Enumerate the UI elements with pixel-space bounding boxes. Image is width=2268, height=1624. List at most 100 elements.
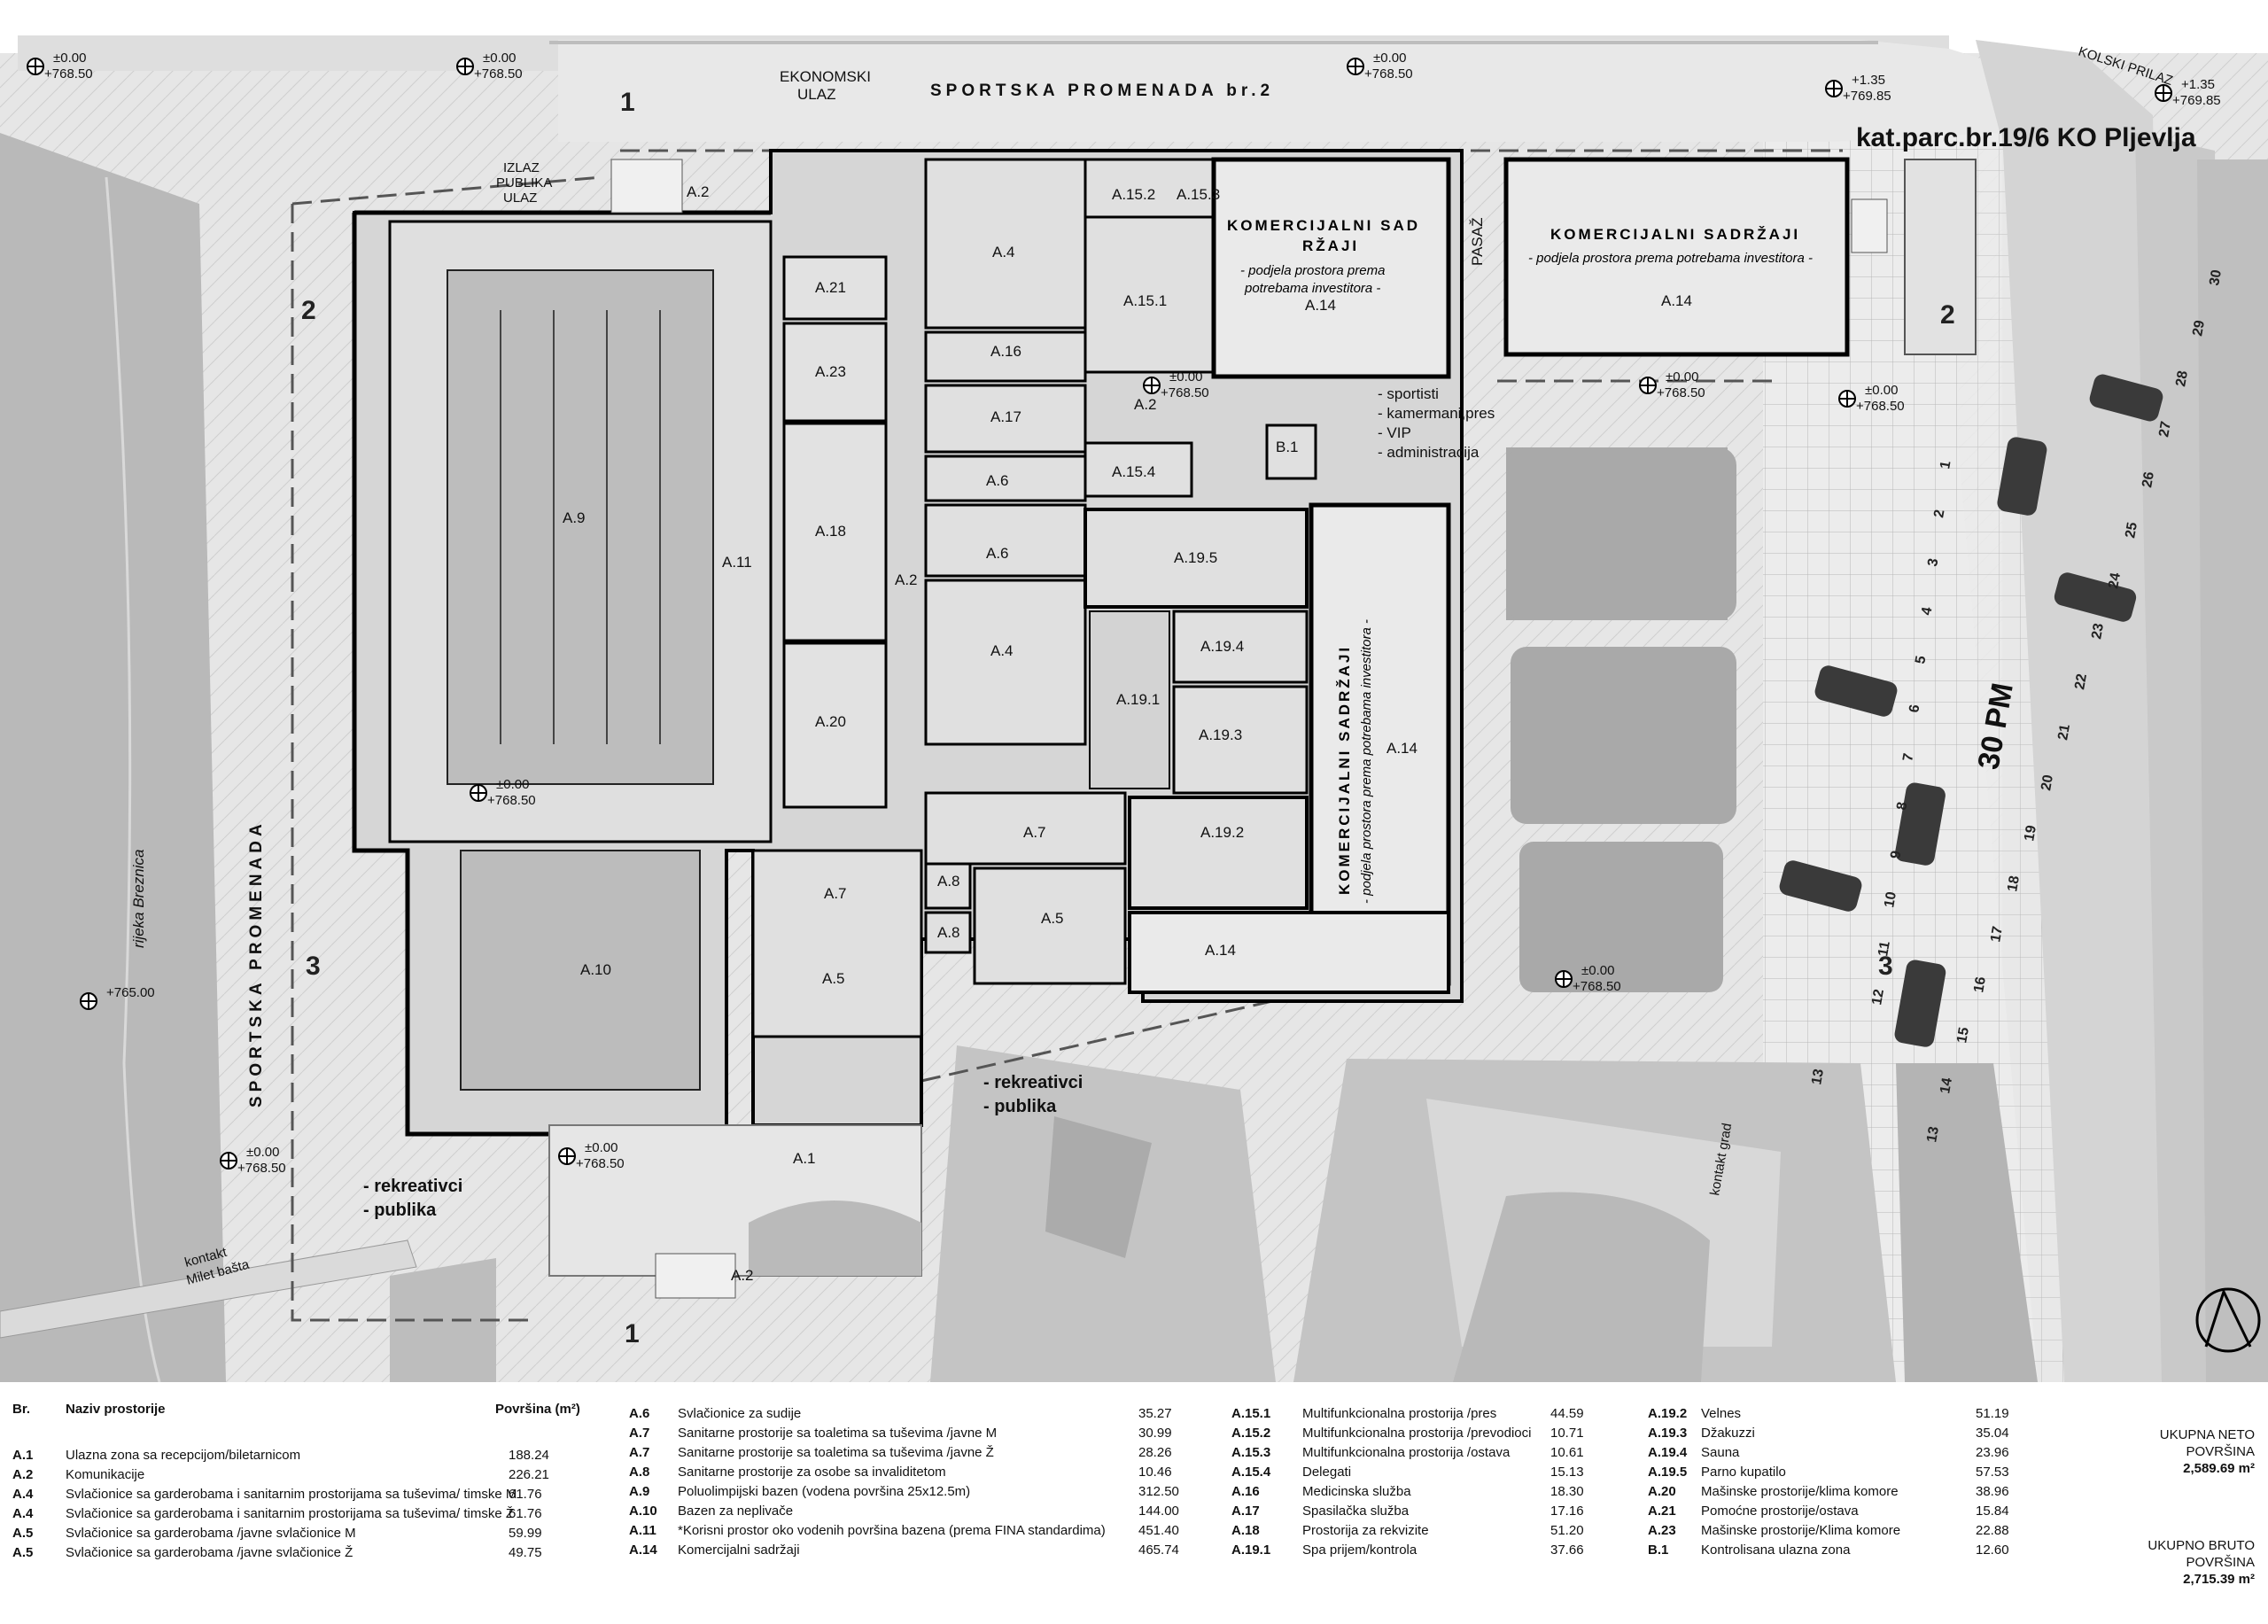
legend-name: Ulazna zona sa recepcijom/biletarnicom bbox=[66, 1448, 301, 1463]
parking-stall-number: 4 bbox=[1919, 606, 1935, 617]
promenade-top-label: SPORTSKA PROMENADA br.2 bbox=[930, 82, 1274, 100]
room-tag: A.19.5 bbox=[1174, 549, 1217, 566]
pasaz-label: PASAŽ bbox=[1469, 218, 1486, 266]
room-tag: A.15.2 bbox=[1112, 186, 1155, 203]
legend-row: A.7 Sanitarne prostorije sa toaletima sa … bbox=[629, 1443, 1196, 1463]
legend-area: 57.53 bbox=[1976, 1465, 2009, 1480]
section-mark: 1 bbox=[620, 88, 635, 117]
room-tag: A.4 bbox=[992, 244, 1015, 260]
legend-name: Spa prijem/kontrola bbox=[1302, 1542, 1418, 1558]
room-tag: A.10 bbox=[580, 961, 611, 978]
parking-stall-number: 16 bbox=[1971, 975, 1989, 994]
level-top: ±0.00 bbox=[1865, 383, 1898, 398]
legend-no: A.16 bbox=[1231, 1484, 1260, 1499]
legend-name: Mašinske prostorije/Klima komore bbox=[1701, 1523, 1901, 1538]
legend-no: A.5 bbox=[12, 1526, 34, 1541]
level-markers: ±0.00+768.50±0.00+768.50±0.00+768.50+1.3… bbox=[27, 51, 2221, 1176]
legend-no: A.19.4 bbox=[1648, 1445, 1688, 1460]
legend-no: A.7 bbox=[629, 1445, 650, 1460]
header-no: Br. bbox=[12, 1402, 31, 1417]
legend-no: A.5 bbox=[12, 1545, 34, 1560]
parking-stall-number: 24 bbox=[2106, 571, 2124, 590]
legend-no: A.4 bbox=[12, 1506, 34, 1521]
legend-name: Komercijalni sadržaji bbox=[678, 1542, 800, 1558]
room-tag: A.18 bbox=[815, 523, 846, 540]
legend-area: 312.50 bbox=[1138, 1484, 1179, 1499]
publika-label: PUBLIKA bbox=[496, 175, 552, 190]
legend-row: A.19.4 Sauna 23.96 bbox=[1648, 1443, 2038, 1463]
legend-area: 15.13 bbox=[1550, 1465, 1584, 1480]
room-tag: A.19.4 bbox=[1200, 638, 1244, 655]
rekreativci-right-2: - publika bbox=[983, 1097, 1057, 1116]
room-tag: A.11 bbox=[722, 554, 752, 571]
legend-area: 51.19 bbox=[1976, 1406, 2009, 1421]
legend-area: 35.04 bbox=[1976, 1426, 2009, 1441]
legend-name: Kontrolisana ulazna zona bbox=[1701, 1542, 1851, 1558]
level-marker: ±0.00+768.50 bbox=[456, 51, 523, 82]
legend-name: Multifunkcionalna prostorija /pres bbox=[1302, 1406, 1497, 1421]
legend-no: A.21 bbox=[1648, 1504, 1676, 1519]
ulaz-label: ULAZ bbox=[503, 190, 537, 206]
legend-area: 18.30 bbox=[1550, 1484, 1584, 1499]
level-bottom: +768.50 bbox=[576, 1156, 625, 1171]
legend-name: Mašinske prostorije/klima komore bbox=[1701, 1484, 1899, 1499]
level-top: ±0.00 bbox=[246, 1145, 279, 1160]
legend-area: 61.76 bbox=[509, 1487, 542, 1502]
legend-row: A.15.2 Multifunkcionalna prostorija /prev… bbox=[1231, 1424, 1612, 1443]
commercial-1-title: KOMERCIJALNI SAD bbox=[1227, 217, 1420, 234]
legend-name: Svlačionice sa garderobama i sanitarnim … bbox=[66, 1506, 515, 1521]
legend-row: A.11*Korisni prostor oko vodenih površin… bbox=[629, 1521, 1196, 1541]
parking-stall-number: 1 bbox=[1938, 460, 1953, 470]
river-label: rijeka Breznica bbox=[130, 850, 147, 949]
parking-stall-number: 12 bbox=[1869, 988, 1887, 1006]
room-tag: A.8 bbox=[937, 924, 960, 941]
level-top: +1.35 bbox=[1852, 73, 1885, 88]
level-marker: ±0.00+768.50 bbox=[27, 51, 93, 82]
legend-name: Sanitarne prostorije sa toaletima sa tuš… bbox=[678, 1445, 994, 1460]
commercial-2-room: A.14 bbox=[1661, 292, 1692, 309]
commercial-1-room: A.14 bbox=[1305, 297, 1336, 314]
legend-no: A.15.2 bbox=[1231, 1426, 1271, 1441]
level-top: ±0.00 bbox=[53, 51, 86, 66]
legend-area: 465.74 bbox=[1138, 1542, 1179, 1558]
parking-stall-number: 7 bbox=[1900, 752, 1916, 763]
legend-no: A.4 bbox=[12, 1487, 34, 1502]
bruto-label-1: UKUPNO BRUTO bbox=[2148, 1538, 2255, 1553]
rekreativci-right-1: - rekreativci bbox=[983, 1073, 1083, 1092]
level-bottom: +768.50 bbox=[1161, 385, 1209, 400]
parking-stall-number: 20 bbox=[2039, 773, 2056, 792]
parking-stall-number: 28 bbox=[2173, 369, 2191, 388]
legend-no: A.6 bbox=[629, 1406, 650, 1421]
legend-name: Sauna bbox=[1701, 1445, 1740, 1460]
legend-name: Multifunkcionalna prostorija /prevodioci bbox=[1302, 1426, 1532, 1441]
commercial-2-desc: - podjela prostora prema potrebama inves… bbox=[1528, 251, 1813, 266]
legend-no: A.15.3 bbox=[1231, 1445, 1271, 1460]
level-bottom: +768.50 bbox=[487, 793, 536, 808]
legend-no: A.9 bbox=[629, 1484, 650, 1499]
room-tag: A.15.4 bbox=[1112, 463, 1155, 480]
legend-row: A.4 Svlačionice sa garderobama i sanitarn… bbox=[12, 1504, 615, 1524]
legend-no: A.7 bbox=[629, 1426, 650, 1441]
legend-area: 188.24 bbox=[509, 1448, 549, 1463]
room-tag: B.1 bbox=[1276, 439, 1299, 455]
parking-stall-number: 26 bbox=[2140, 470, 2157, 489]
legend-area: 15.84 bbox=[1976, 1504, 2009, 1519]
ekonomski-ulaz-2: ULAZ bbox=[797, 86, 835, 103]
parking-stall-number: 8 bbox=[1894, 801, 1910, 812]
level-bottom: +768.50 bbox=[1657, 385, 1705, 400]
legend-no: A.11 bbox=[629, 1523, 656, 1538]
parking-stall-number: 3 bbox=[1925, 557, 1941, 568]
parking-stall-number: 13 bbox=[1924, 1125, 1942, 1144]
legend-no: A.2 bbox=[12, 1467, 34, 1482]
legend-area: 30.99 bbox=[1138, 1426, 1172, 1441]
legend-area: 23.96 bbox=[1976, 1445, 2009, 1460]
level-top: ±0.00 bbox=[1373, 51, 1406, 66]
